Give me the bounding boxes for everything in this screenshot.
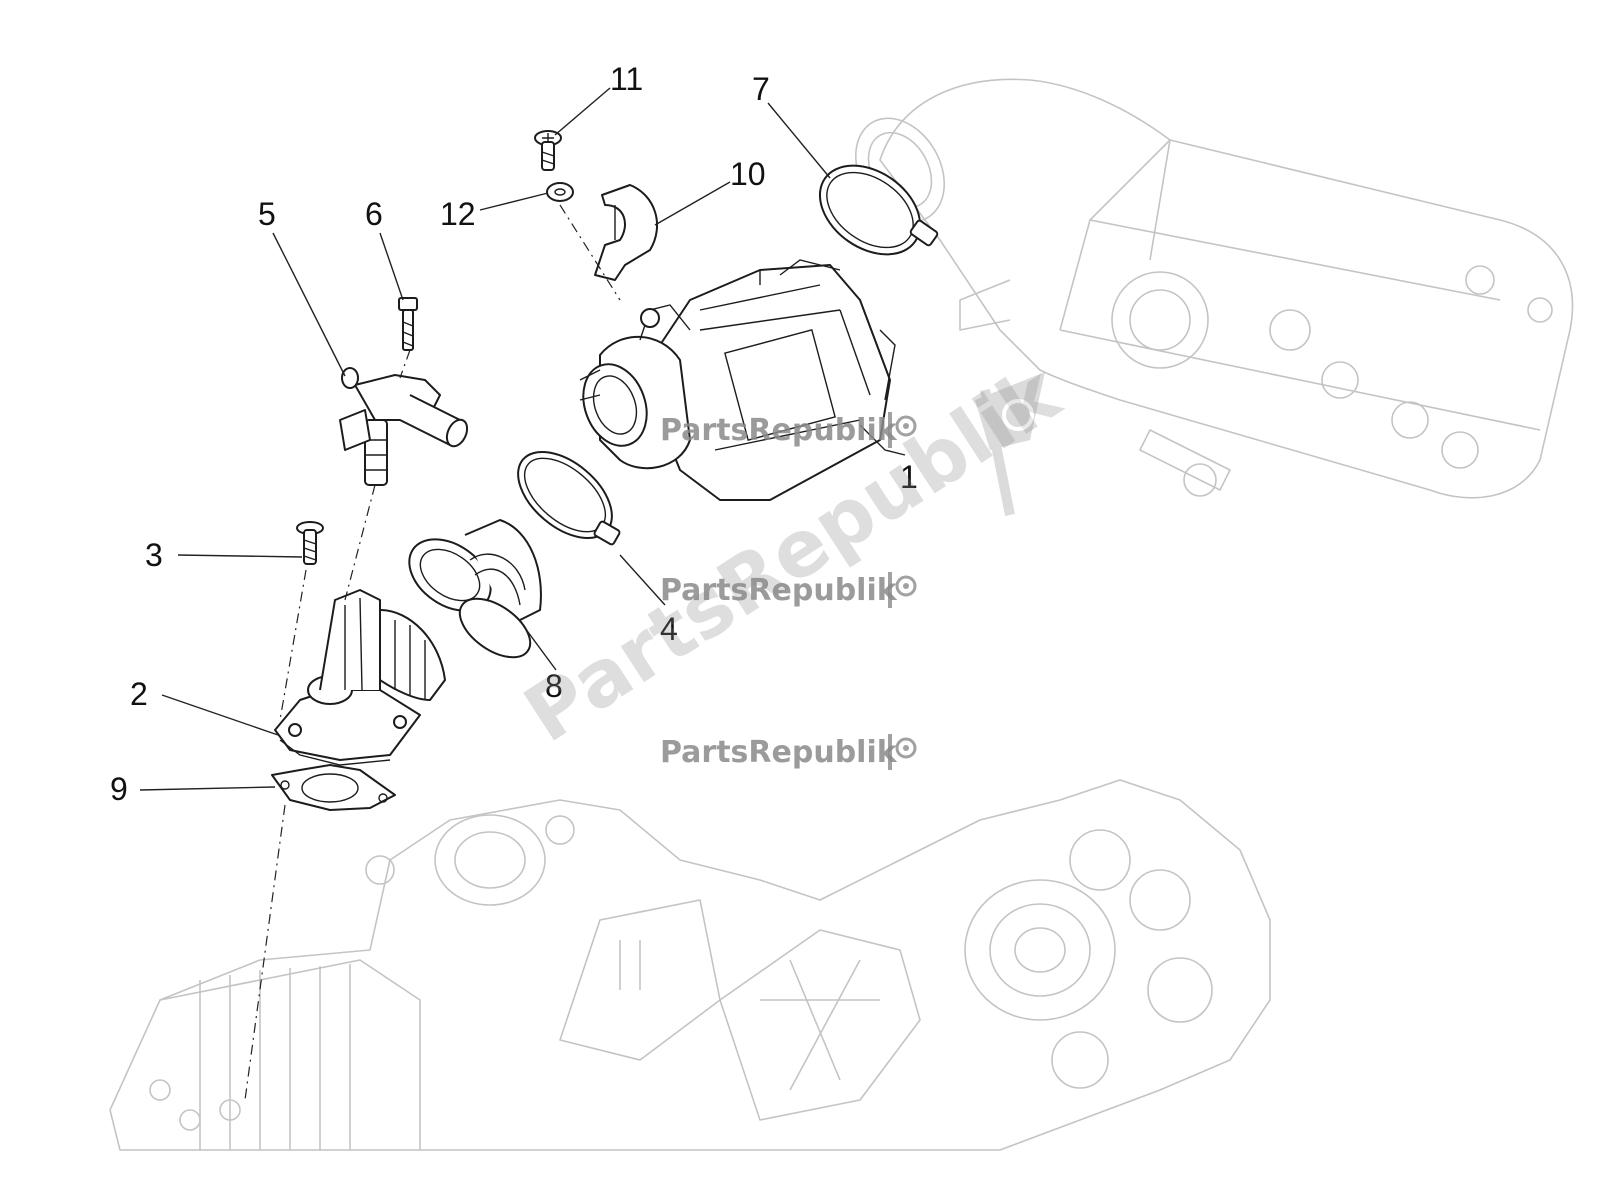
- leader-2: [161, 694, 279, 736]
- callout-6: 6: [365, 196, 383, 232]
- leader-lines: [139, 87, 906, 791]
- hose-clamp-upper: [818, 164, 939, 256]
- leader-3: [177, 554, 303, 558]
- callout-5: 5: [258, 196, 276, 232]
- bracket-screw: [534, 130, 562, 171]
- watermark-text-3: PartsRepublik: [660, 735, 898, 770]
- leader-9: [139, 786, 276, 791]
- leader-4: [619, 554, 666, 606]
- intake-manifold: [274, 589, 446, 766]
- leader-8: [524, 627, 557, 671]
- gear-flag-icon: [888, 734, 917, 770]
- callout-2: 2: [130, 676, 148, 712]
- callout-1: 1: [900, 459, 918, 495]
- gear-flag-icon: [888, 412, 917, 448]
- injector-bolt: [398, 297, 418, 351]
- watermark-large-flag: [975, 372, 1045, 516]
- leader-5: [272, 232, 346, 377]
- gear-flag-icon: [888, 572, 917, 608]
- callout-12: 12: [440, 196, 476, 232]
- engine-crankcase: [109, 779, 1271, 1151]
- callout-7: 7: [752, 71, 770, 107]
- watermark-text-2: PartsRepublik: [660, 573, 898, 608]
- watermark-row-3: PartsRepublik: [660, 734, 917, 770]
- fuel-injector: [339, 367, 469, 486]
- watermark-row-2: PartsRepublik: [660, 572, 917, 608]
- manifold-screw: [296, 521, 324, 565]
- callout-11: 11: [610, 61, 643, 97]
- intake-coupling: [408, 519, 542, 659]
- callout-3: 3: [145, 537, 163, 573]
- bracket: [594, 184, 659, 281]
- watermark-text-1: PartsRepublik: [660, 413, 898, 448]
- callout-8: 8: [545, 668, 563, 704]
- watermark-row-1: PartsRepublik: [660, 412, 917, 448]
- leader-10: [654, 181, 731, 226]
- leader-11: [554, 87, 611, 136]
- leader-12: [479, 192, 549, 211]
- leader-1: [859, 424, 906, 456]
- washer: [546, 182, 574, 202]
- gear-icon: [1002, 399, 1034, 431]
- assembly-axes: [244, 204, 621, 1101]
- callout-9: 9: [110, 771, 128, 807]
- hose-clamp-lower: [517, 450, 621, 546]
- throttle-body: [579, 259, 896, 501]
- callout-labels: 1 2 3 4 5 6 7 8 9 10 11 12: [110, 61, 918, 807]
- callout-4: 4: [660, 611, 678, 647]
- leader-7: [767, 102, 831, 179]
- manifold-gasket: [271, 764, 396, 811]
- callout-10: 10: [730, 156, 766, 192]
- leader-6: [379, 232, 404, 301]
